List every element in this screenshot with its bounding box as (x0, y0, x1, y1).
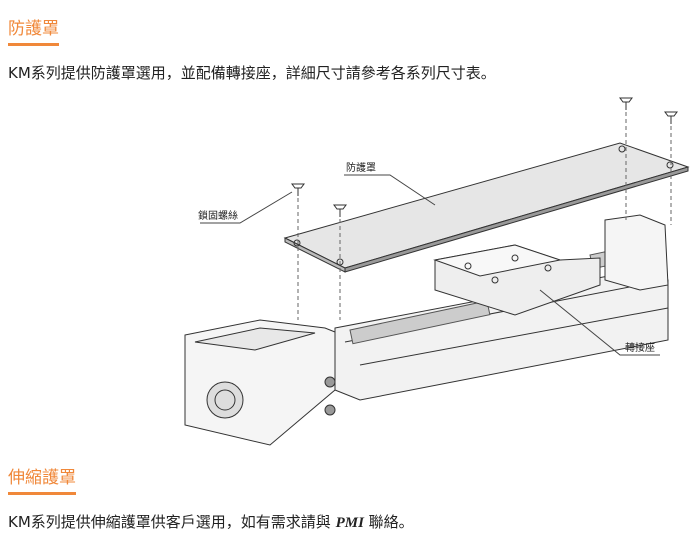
section-heading-bellows: 伸縮護罩 (8, 467, 76, 495)
section-text-cover: KM系列提供防護罩選用，並配備轉接座，詳細尺寸請參考各系列尺寸表。 (8, 64, 496, 82)
section-text-bellows: KM系列提供伸縮護罩供客戶選用，如有需求請與 PMI 聯絡。 (8, 511, 414, 532)
text-before: KM系列提供伸縮護罩供客戶選用，如有需求請與 (8, 513, 336, 531)
label-adapter: 轉接座 (625, 341, 655, 354)
label-lock-screw: 鎖固螺絲 (198, 209, 238, 222)
cover-assembly-diagram: 防護罩 鎖固螺絲 轉接座 (184, 97, 690, 446)
text-after: 聯絡。 (363, 513, 414, 531)
brand-pmi: PMI (335, 515, 364, 531)
label-cover: 防護罩 (346, 161, 376, 174)
far-end-block (604, 214, 669, 291)
section-heading-cover: 防護罩 (8, 18, 59, 46)
lock-screws (291, 97, 678, 217)
